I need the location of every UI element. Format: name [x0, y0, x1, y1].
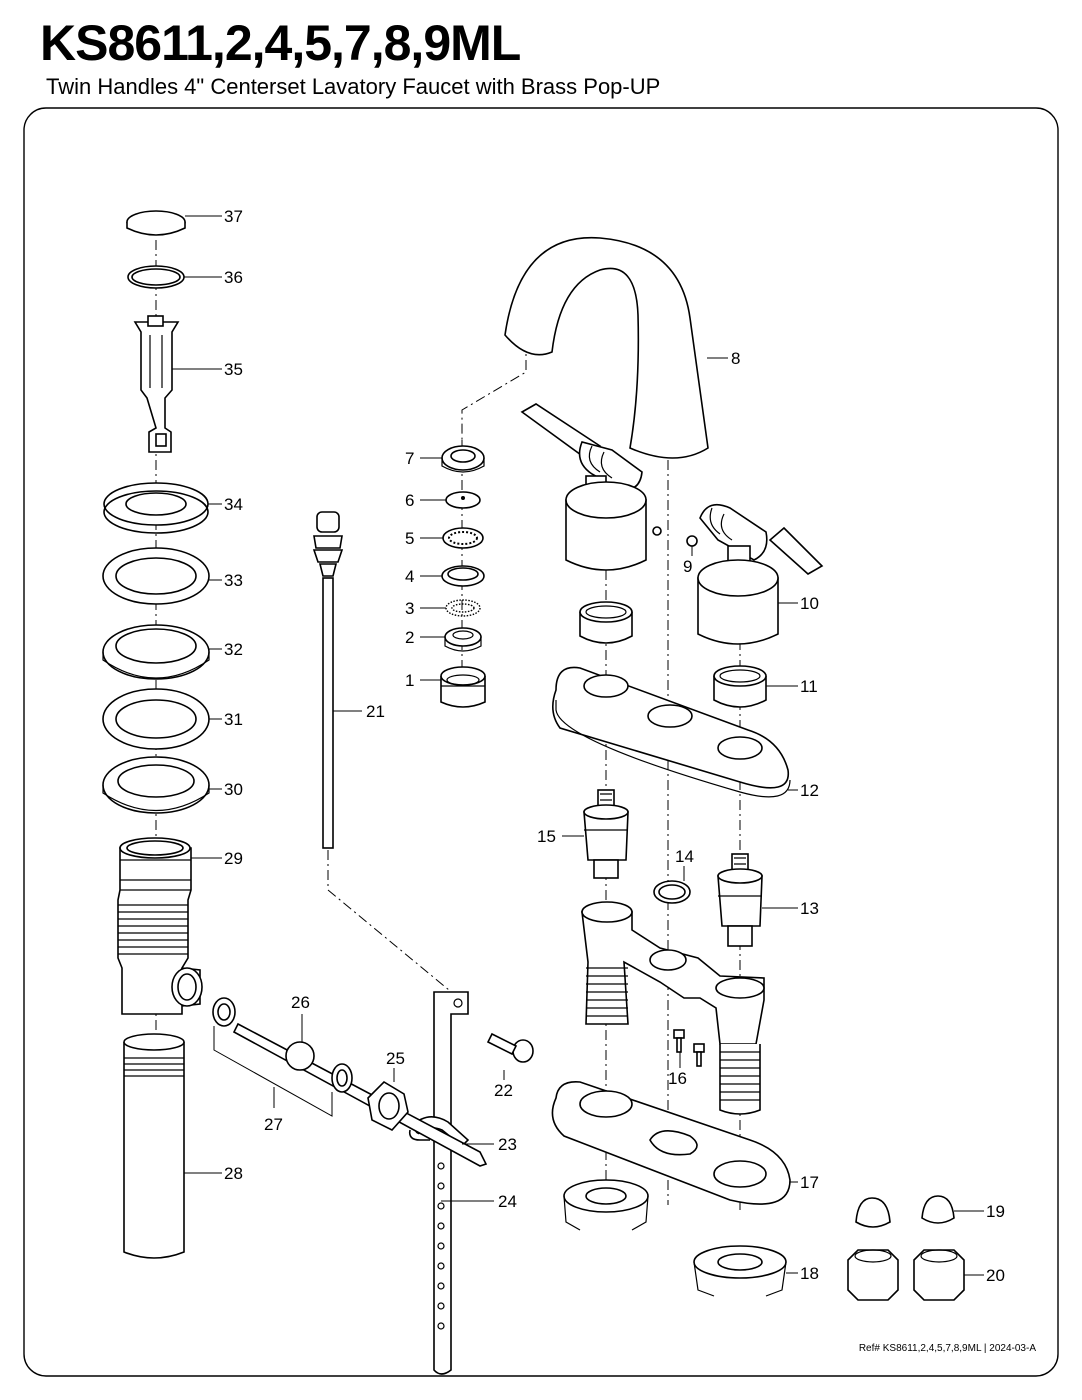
spout-handle-assembly [504, 236, 965, 1301]
part-4-aerator-ring [441, 565, 485, 587]
part-21-lift-rod [312, 511, 344, 849]
part-32-washer [102, 624, 210, 680]
part-27-pivot-washer [212, 997, 353, 1117]
part-13-cartridge [717, 853, 763, 947]
part-24-extension-strap [433, 991, 469, 1375]
callout-28: 28 [224, 1164, 243, 1183]
part-31-gasket [102, 688, 210, 750]
part-15-cartridge [583, 789, 629, 879]
callout-8: 8 [731, 349, 740, 368]
part-8-spout [504, 236, 709, 459]
callout-2: 2 [405, 628, 414, 647]
leader-lines [172, 215, 984, 1276]
part-28-tailpiece [123, 1033, 185, 1259]
part-30-friction-washer [102, 756, 210, 814]
callout-1: 1 [405, 671, 414, 690]
callout-26: 26 [291, 993, 310, 1012]
pop-up-linkage [212, 511, 534, 1375]
part-29-drain-body [117, 837, 203, 1015]
callout-24: 24 [498, 1192, 517, 1211]
part-19-ferrules [855, 1195, 955, 1228]
part-26-pivot-rod [232, 1022, 488, 1167]
aerator-assembly [440, 340, 527, 708]
callout-11: 11 [800, 677, 818, 696]
part-14-o-ring [653, 880, 691, 904]
callout-27: 27 [264, 1115, 283, 1134]
left-bonnet-nut [579, 601, 633, 644]
product-description: Twin Handles 4" Centerset Lavatory Fauce… [46, 74, 661, 99]
part-25-pivot-nut [367, 1080, 409, 1131]
part-9-set-screw [686, 535, 698, 547]
callout-13: 13 [800, 899, 819, 918]
model-number-title: KS8611,2,4,5,7,8,9ML [40, 15, 521, 71]
callout-12: 12 [800, 781, 819, 800]
part-1-aerator-housing [440, 666, 486, 708]
callout-6: 6 [405, 491, 414, 510]
diagram-frame [23, 107, 1059, 1377]
part-16-screws [673, 1029, 705, 1067]
part-37-stopper-cap [126, 210, 186, 236]
part-33-gasket [102, 547, 210, 605]
part-12-deck-plate [552, 666, 791, 798]
callout-32: 32 [224, 640, 243, 659]
left-mounting-nut [563, 1179, 649, 1231]
callout-9: 9 [683, 557, 692, 576]
callout-37: 37 [224, 207, 243, 226]
part-34-drain-flange [103, 482, 209, 534]
callout-3: 3 [405, 599, 414, 618]
callout-35: 35 [224, 360, 243, 379]
callout-21: 21 [366, 702, 385, 721]
part-22-thumb-screw [486, 1032, 534, 1063]
part-3-aerator-mesh [445, 599, 481, 617]
part-11-bonnet-nut [713, 665, 767, 708]
callout-labels: 37 36 35 34 33 32 31 30 29 28 27 26 25 2… [224, 207, 1005, 1285]
part-7-aerator-washer [441, 445, 485, 473]
drain-assembly [102, 210, 210, 1259]
callout-17: 17 [800, 1173, 819, 1192]
callout-30: 30 [224, 780, 243, 799]
callout-15: 15 [537, 827, 556, 846]
callout-14: 14 [675, 847, 694, 866]
callout-33: 33 [224, 571, 243, 590]
callout-34: 34 [224, 495, 243, 514]
valve-body [581, 901, 765, 1115]
callout-31: 31 [224, 710, 243, 729]
callout-22: 22 [494, 1081, 513, 1100]
part-17-base-gasket [551, 1081, 791, 1205]
part-6-aerator-disc [445, 491, 481, 509]
reference-code: Ref# KS8611,2,4,5,7,8,9ML | 2024-03-A [858, 1343, 1036, 1354]
part-20-coupling-nuts [847, 1249, 965, 1301]
callout-7: 7 [405, 449, 414, 468]
callout-16: 16 [668, 1069, 687, 1088]
part-36-o-ring [127, 265, 185, 289]
callout-20: 20 [986, 1266, 1005, 1285]
callout-18: 18 [800, 1264, 819, 1283]
callout-23: 23 [498, 1135, 517, 1154]
left-handle [520, 403, 662, 571]
part-5-aerator-screen [442, 527, 484, 549]
part-18-mounting-nut [693, 1245, 787, 1297]
part-10-handle [697, 503, 824, 645]
callout-4: 4 [405, 567, 414, 586]
callout-5: 5 [405, 529, 414, 548]
callout-29: 29 [224, 849, 243, 868]
callout-19: 19 [986, 1202, 1005, 1221]
callout-25: 25 [386, 1049, 405, 1068]
part-35-stopper-body [133, 315, 180, 453]
callout-36: 36 [224, 268, 243, 287]
callout-10: 10 [800, 594, 819, 613]
part-2-aerator-insert [444, 627, 482, 652]
